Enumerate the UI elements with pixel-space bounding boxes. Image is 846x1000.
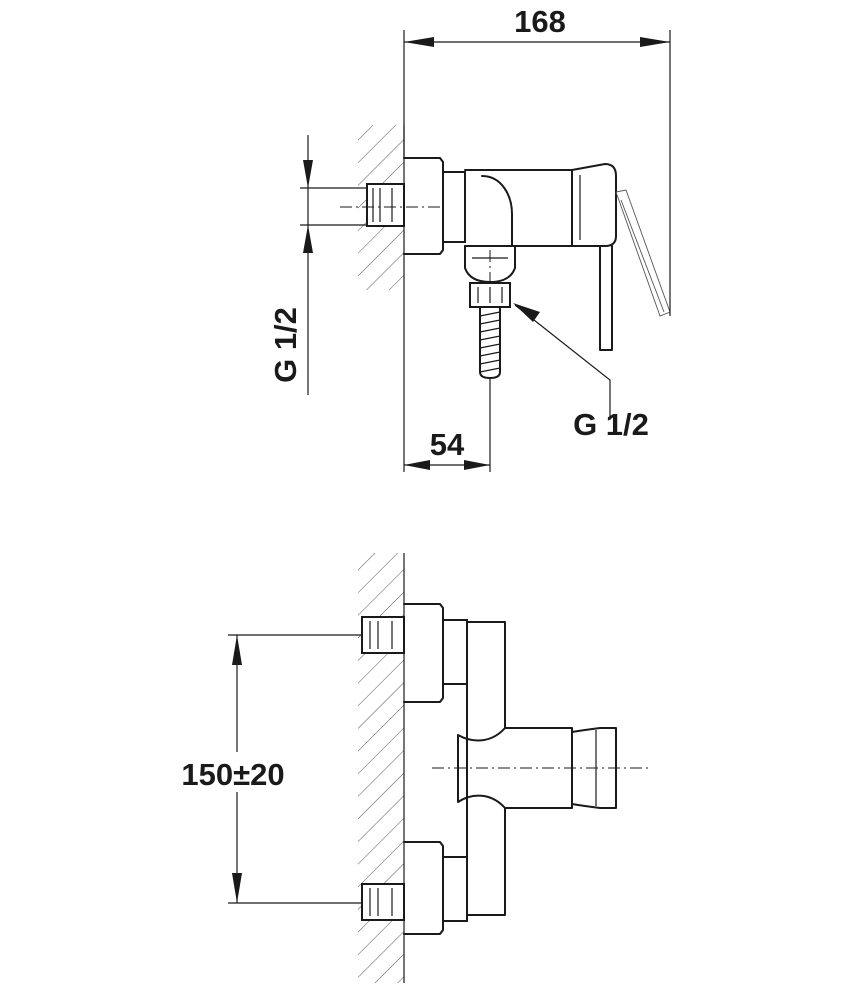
dim-54-label: 54 (430, 427, 465, 462)
g12-outlet-label: G 1/2 (573, 407, 649, 442)
wall-pipe-connector (366, 183, 405, 227)
dimension-168: 168 (403, 4, 671, 316)
flange (403, 157, 444, 255)
horizontal-body (457, 727, 573, 809)
vertical-body (466, 621, 506, 916)
front-view: 150±20 (158, 553, 650, 983)
handle-cap (571, 727, 617, 809)
side-view: 168 G 1/2 54 G 1/2 (268, 4, 671, 472)
dim-g12-left-label: G 1/2 (268, 307, 303, 383)
upper-inlet-connector (361, 603, 468, 703)
dimension-150: 150±20 (158, 634, 362, 904)
body-recess (464, 175, 513, 247)
shower-hose (479, 306, 501, 379)
dim-168-label: 168 (514, 4, 566, 39)
handle-base (571, 163, 617, 247)
nut (442, 171, 466, 243)
lower-inlet-connector (361, 841, 468, 935)
dimension-g12-left: G 1/2 (268, 135, 367, 395)
mixer-body (464, 169, 573, 247)
lever (599, 245, 613, 351)
dimension-54: 54 (403, 290, 491, 472)
dim-150-label: 150±20 (181, 757, 284, 792)
leader-g12-outlet: G 1/2 (513, 303, 649, 442)
